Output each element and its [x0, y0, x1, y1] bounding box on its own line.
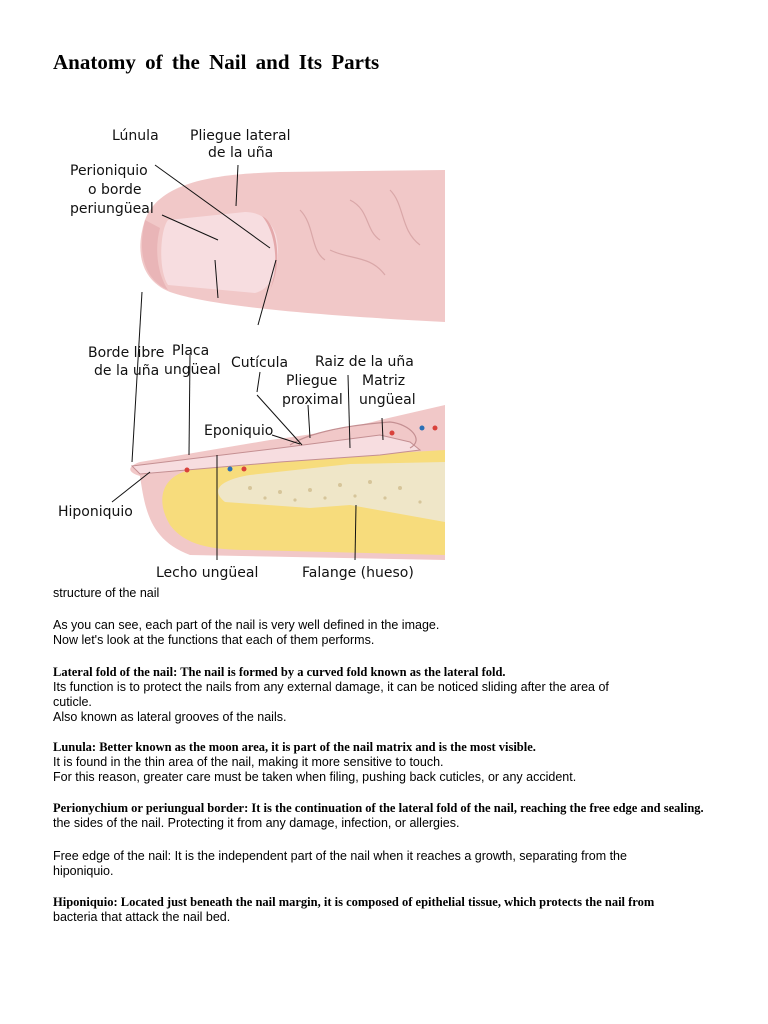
section-perionychium: Perionychium or periungual border: It is… — [53, 801, 703, 831]
nail-anatomy-figure: Lúnula Pliegue lateral de la uña Perioni… — [50, 110, 460, 590]
page-title: Anatomy of the Nail and Its Parts — [53, 50, 379, 75]
finger-top-view — [140, 170, 445, 322]
nail-plate-top — [161, 212, 278, 293]
label-matrix: Matriz — [362, 373, 405, 389]
section-text: the sides of the nail. Protecting it fro… — [53, 816, 703, 831]
vessel — [433, 426, 438, 431]
vessel — [420, 426, 425, 431]
intro-paragraph: As you can see, each part of the nail is… — [53, 618, 703, 648]
section-text: Its function is to protect the nails fro… — [53, 680, 703, 695]
label-nail-plate: ungüeal — [164, 362, 221, 378]
label-nail-plate: Placa — [172, 343, 209, 359]
section-hyponychium: Hiponiquio: Located just beneath the nai… — [53, 895, 703, 925]
label-lateral-fold: de la uña — [208, 145, 273, 161]
section-heading: Lateral fold of the nail: The nail is fo… — [53, 665, 703, 680]
section-text: For this reason, greater care must be ta… — [53, 770, 703, 785]
finger-cross-section — [130, 405, 445, 560]
label-matrix: ungüeal — [359, 392, 416, 408]
label-cuticle: Cutícula — [231, 355, 288, 371]
section-text: bacteria that attack the nail bed. — [53, 910, 703, 925]
nail-anatomy-diagram: Lúnula Pliegue lateral de la uña Perioni… — [50, 110, 460, 590]
section-heading: Hiponiquio: Located just beneath the nai… — [53, 895, 703, 910]
label-perionychium: periungüeal — [70, 201, 154, 217]
label-eponychium: Eponiquio — [204, 423, 273, 439]
section-heading: Lunula: Better known as the moon area, i… — [53, 740, 703, 755]
figure-caption: structure of the nail — [53, 586, 703, 601]
section-text: It is found in the thin area of the nail… — [53, 755, 703, 770]
section-text: Also known as lateral grooves of the nai… — [53, 710, 703, 725]
section-heading: Perionychium or periungual border: It is… — [53, 801, 703, 816]
label-perionychium: o borde — [88, 182, 141, 198]
intro-line: As you can see, each part of the nail is… — [53, 618, 703, 633]
section-lunula: Lunula: Better known as the moon area, i… — [53, 740, 703, 785]
section-text: Free edge of the nail: It is the indepen… — [53, 849, 703, 864]
vessel — [185, 468, 190, 473]
section-text: cuticle. — [53, 695, 703, 710]
label-free-edge: Borde libre — [88, 345, 164, 361]
label-hyponychium: Hiponiquio — [58, 504, 133, 520]
section-lateral-fold: Lateral fold of the nail: The nail is fo… — [53, 665, 703, 725]
vessel — [390, 431, 395, 436]
label-root: Raiz de la uña — [315, 354, 414, 370]
intro-line: Now let's look at the functions that eac… — [53, 633, 703, 648]
label-lunula: Lúnula — [112, 128, 159, 144]
label-proximal-fold: proximal — [282, 392, 343, 408]
label-perionychium: Perioniquio — [70, 163, 148, 179]
label-lateral-fold: Pliegue lateral — [190, 128, 290, 144]
vessel — [228, 467, 233, 472]
label-free-edge: de la uña — [94, 363, 159, 379]
vessel — [242, 467, 247, 472]
label-phalanx: Falange (hueso) — [302, 565, 414, 581]
section-text: hiponiquio. — [53, 864, 703, 879]
section-free-edge: Free edge of the nail: It is the indepen… — [53, 849, 703, 879]
label-proximal-fold: Pliegue — [286, 373, 337, 389]
label-nail-bed: Lecho ungüeal — [156, 565, 258, 581]
